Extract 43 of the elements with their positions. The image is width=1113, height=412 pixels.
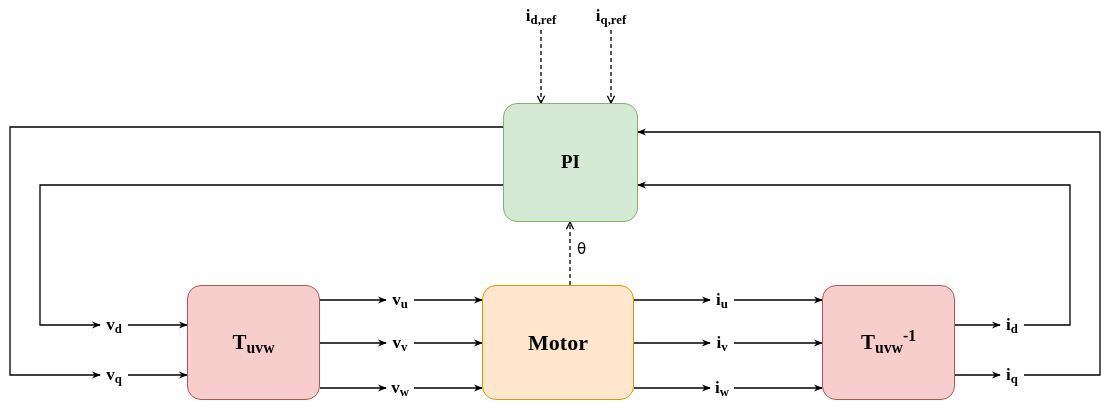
signal-label: v$_{u}$ bbox=[392, 289, 408, 313]
arrow bbox=[319, 384, 387, 392]
arrow bbox=[633, 384, 711, 392]
box-label: PI bbox=[561, 150, 580, 175]
arrow bbox=[633, 296, 711, 304]
arrow bbox=[733, 339, 823, 347]
signal-label: i$_{d}$ bbox=[1006, 314, 1018, 338]
signal-label: i$_{u}$ bbox=[716, 289, 728, 313]
signal-label: v$_{w}$ bbox=[391, 377, 409, 401]
transform-box bbox=[822, 285, 955, 400]
signal-label: i$_{v}$ bbox=[716, 332, 728, 356]
dashed-arrow bbox=[536, 29, 546, 104]
signal-label: i$_{w}$ bbox=[715, 377, 729, 401]
box-label: T$_{uvw}$ bbox=[232, 328, 275, 358]
signal-label: i$_{q}$ bbox=[1006, 364, 1018, 388]
controller-box bbox=[503, 103, 638, 222]
signal-label: i$_{d,ref}$ bbox=[525, 5, 557, 29]
arrow bbox=[954, 321, 1001, 329]
dashed-arrow bbox=[565, 221, 575, 286]
arrow bbox=[413, 296, 483, 304]
arrow bbox=[127, 321, 188, 329]
dashed-arrow bbox=[606, 29, 616, 104]
arrow bbox=[733, 384, 823, 392]
arrow bbox=[954, 371, 1001, 379]
arrow bbox=[733, 296, 823, 304]
motor-box bbox=[482, 285, 634, 400]
edge-label: θ bbox=[576, 242, 588, 257]
arrow bbox=[637, 128, 1101, 376]
arrow bbox=[319, 296, 387, 304]
signal-label: i$_{q,ref}$ bbox=[595, 5, 627, 29]
arrow bbox=[39, 184, 504, 329]
transform-box bbox=[187, 285, 320, 400]
box-label: Motor bbox=[528, 329, 588, 357]
arrow bbox=[633, 339, 711, 347]
arrow bbox=[413, 339, 483, 347]
signal-label: v$_{d}$ bbox=[106, 314, 122, 338]
signal-label: v$_{q}$ bbox=[106, 364, 122, 388]
arrow bbox=[637, 181, 1071, 326]
arrow bbox=[319, 339, 387, 347]
signal-label: v$_{v}$ bbox=[392, 332, 408, 356]
arrow bbox=[127, 371, 188, 379]
arrow bbox=[413, 384, 483, 392]
arrow bbox=[9, 126, 504, 379]
